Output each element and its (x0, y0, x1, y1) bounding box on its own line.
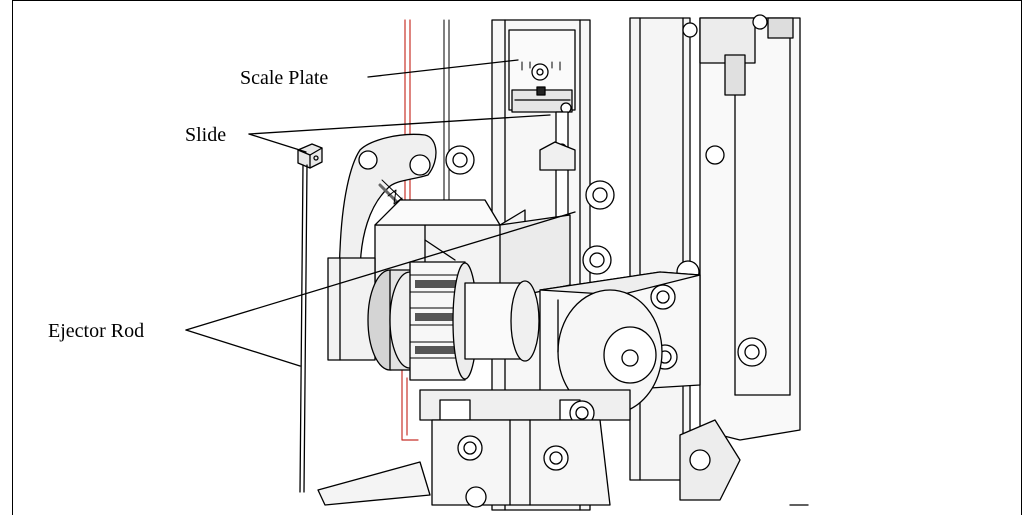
ejector-rod-left (299, 164, 308, 493)
slide-bar (539, 111, 576, 233)
callout-scale-plate: Scale Plate (240, 67, 329, 89)
right-column (629, 17, 801, 481)
scale-plate (508, 29, 576, 114)
callout-slide: Slide (185, 124, 227, 146)
lever-arm (338, 133, 437, 337)
scale-ticks (521, 61, 561, 71)
lower-assembly (317, 389, 809, 508)
callout-ejector-rod: Ejector Rod (48, 320, 145, 342)
cylinder-cap (557, 289, 663, 415)
knurled-knob (367, 261, 540, 381)
slide-clip (297, 143, 323, 169)
top-right-block (682, 14, 794, 96)
figure-frame (12, 0, 1022, 515)
leader-lines (185, 59, 576, 367)
